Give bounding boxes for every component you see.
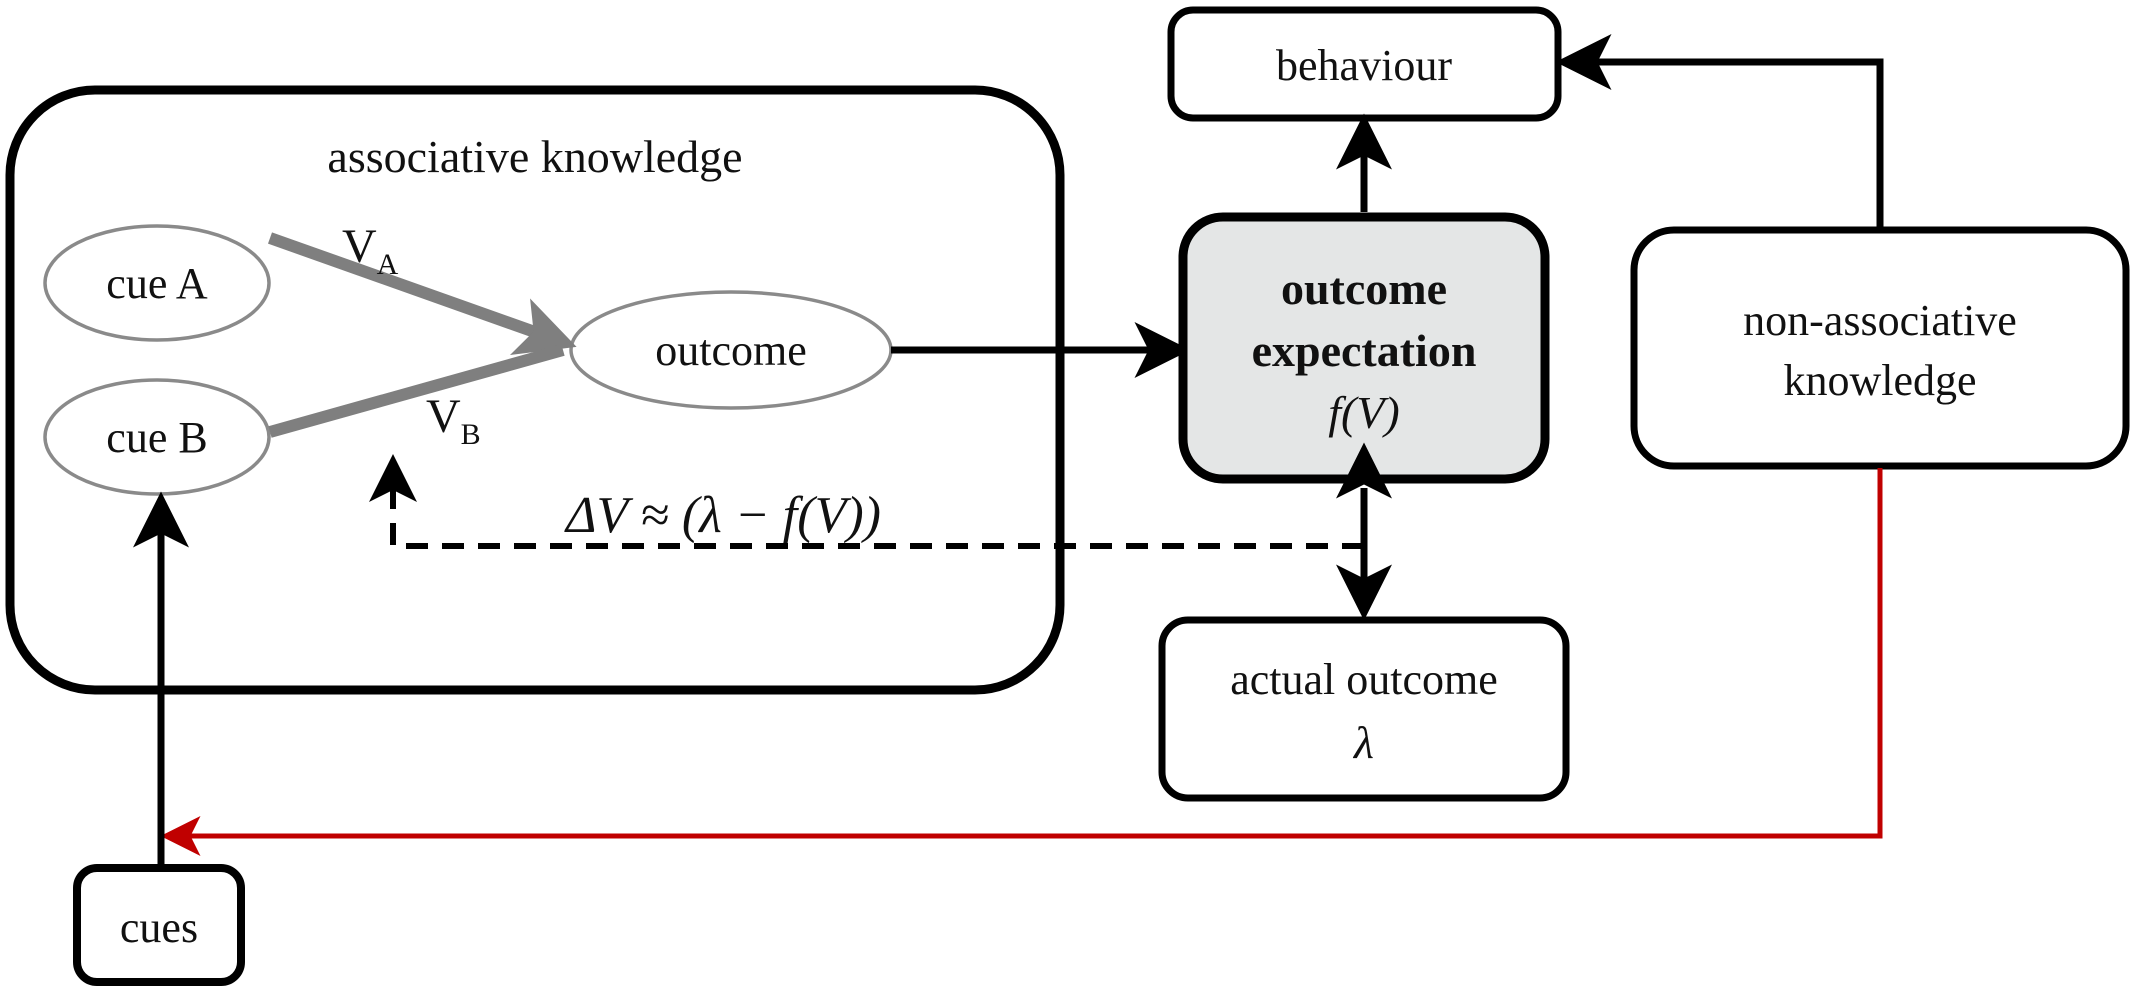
- cue-a-label: cue A: [106, 259, 208, 308]
- actual-outcome-box: [1158, 616, 1570, 802]
- non-associative-line2: knowledge: [1783, 356, 1976, 405]
- actual-outcome-label: actual outcome: [1230, 655, 1498, 704]
- vb-label: VB: [426, 390, 481, 451]
- cue-b-label: cue B: [106, 413, 207, 462]
- dashed-update-arrow: [369, 454, 1364, 549]
- link-cue-b-outcome: [268, 344, 565, 438]
- actual-outcome-lambda: λ: [1352, 717, 1374, 768]
- associative-knowledge-title: associative knowledge: [327, 131, 742, 182]
- outcome-expectation-formula: f(V): [1328, 387, 1400, 438]
- cue-a-node: [43, 224, 271, 342]
- non-associative-line1: non-associative: [1743, 296, 2017, 345]
- link-cue-a-outcome: [267, 232, 577, 356]
- update-rule-label: ΔV ≈ (λ − f(V)): [564, 487, 881, 544]
- va-label: VA: [342, 220, 399, 281]
- outcome-expectation-line2: expectation: [1252, 325, 1477, 376]
- behaviour-label: behaviour: [1276, 41, 1452, 90]
- cues-label: cues: [120, 903, 198, 952]
- outcome-expectation-line1: outcome: [1281, 263, 1447, 314]
- non-associative-box: [1630, 226, 2130, 470]
- outcome-node-label: outcome: [655, 326, 807, 375]
- arrow-nonassociative-to-behaviour: [1555, 34, 1884, 227]
- red-arrow-nonassociative-to-cues: [160, 468, 1883, 856]
- cues-box: [73, 864, 245, 986]
